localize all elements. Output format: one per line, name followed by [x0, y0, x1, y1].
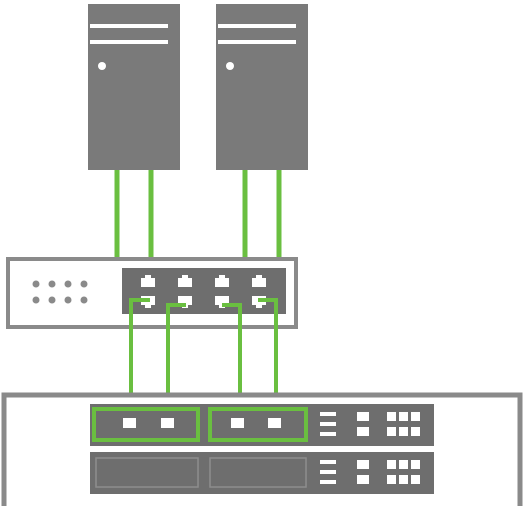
status-leds — [32, 280, 88, 304]
controller-b-highlight — [208, 407, 308, 442]
indicator-port-icon — [411, 412, 420, 421]
ethernet-port-icon — [145, 305, 151, 308]
indicator-port-icon — [357, 412, 369, 421]
power-led-icon — [98, 62, 106, 70]
indicator-port-icon — [387, 475, 396, 484]
ethernet-port-icon — [215, 278, 229, 287]
server-uplinks — [114, 170, 282, 258]
indicator-port-icon — [399, 412, 408, 421]
status-led-icon — [80, 296, 88, 304]
indicator-port-icon — [357, 475, 369, 484]
status-led-icon — [80, 280, 88, 288]
status-indicators — [320, 412, 420, 436]
ethernet-port-icon — [178, 278, 192, 287]
server-1 — [88, 4, 180, 170]
indicator-bar-icon — [320, 412, 336, 416]
drive-bay-line — [218, 24, 296, 28]
controller-port-icon — [161, 418, 174, 428]
indicator-bar-icon — [320, 432, 336, 436]
ethernet-port-icon — [145, 275, 151, 278]
indicator-port-icon — [357, 427, 369, 436]
ethernet-port-icon — [182, 275, 188, 278]
status-led-icon — [48, 296, 56, 304]
controller-a-slot — [95, 457, 199, 488]
indicator-port-icon — [399, 427, 408, 436]
storage-cable — [258, 298, 278, 410]
status-led-icon — [48, 280, 56, 288]
indicator-bar-icon — [320, 422, 336, 426]
indicator-bar-icon — [320, 470, 336, 474]
ethernet-port-icon — [215, 296, 229, 305]
indicator-port-icon — [399, 475, 408, 484]
status-led-icon — [64, 296, 72, 304]
ethernet-port-icon — [256, 275, 262, 278]
status-led-icon — [32, 280, 40, 288]
ethernet-port-icon — [141, 278, 155, 287]
ethernet-port-icon — [252, 278, 266, 287]
indicator-port-icon — [387, 460, 396, 469]
ethernet-port-icon — [219, 275, 225, 278]
controller-port-icon — [123, 418, 136, 428]
controller-b-slot — [209, 457, 307, 488]
drive-bay-line — [218, 40, 296, 44]
indicator-bar-icon — [320, 460, 336, 464]
status-indicators — [320, 460, 420, 484]
indicator-port-icon — [387, 427, 396, 436]
ethernet-port-icon — [256, 305, 262, 308]
controller-a-highlight — [92, 407, 200, 442]
status-led-icon — [32, 296, 40, 304]
storage-array-lower — [90, 452, 434, 494]
controller-port-icon — [231, 418, 244, 428]
indicator-port-icon — [387, 412, 396, 421]
indicator-port-icon — [357, 460, 369, 469]
ethernet-switch — [6, 257, 298, 329]
drive-bay-line — [90, 24, 168, 28]
indicator-port-icon — [399, 460, 408, 469]
storage-links — [129, 298, 278, 410]
storage-cable — [222, 303, 242, 410]
status-led-icon — [64, 280, 72, 288]
indicator-port-icon — [411, 427, 420, 436]
storage-array-upper — [90, 404, 434, 446]
indicator-bar-icon — [320, 480, 336, 484]
storage-enclosure — [1, 392, 523, 506]
power-led-icon — [226, 62, 234, 70]
drive-bay-line — [90, 40, 168, 44]
ethernet-port-icon — [178, 296, 192, 305]
controller-port-icon — [268, 418, 281, 428]
server-chassis — [88, 4, 180, 170]
indicator-port-icon — [411, 475, 420, 484]
indicator-port-icon — [411, 460, 420, 469]
storage-cable — [166, 303, 186, 410]
server-chassis — [216, 4, 308, 170]
storage-cable — [129, 298, 150, 410]
server-2 — [216, 4, 308, 170]
